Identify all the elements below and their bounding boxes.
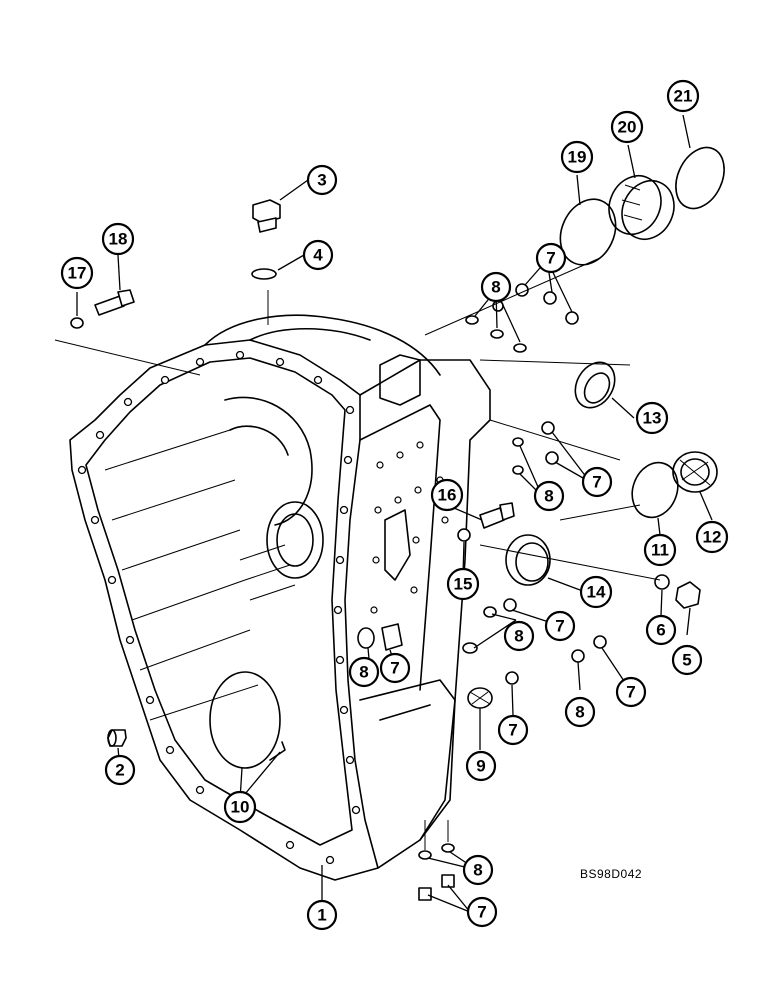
svg-text:18: 18	[109, 230, 128, 249]
callout-10: 10	[223, 790, 257, 824]
svg-text:4: 4	[313, 246, 323, 265]
svg-text:11: 11	[651, 541, 669, 560]
suction-screen	[209, 671, 286, 769]
hex-bolt	[479, 502, 515, 529]
callout-21: 21	[666, 79, 700, 113]
bearing-sleeve	[608, 175, 675, 240]
callout-3: 3	[306, 164, 338, 196]
svg-text:3: 3	[317, 171, 326, 190]
figure-reference-code: BS98D042	[580, 867, 642, 881]
lower-plugs-and-rings	[357, 598, 607, 685]
small-washer	[457, 528, 471, 542]
callout-4: 4	[302, 239, 334, 271]
svg-text:7: 7	[477, 903, 486, 922]
svg-text:20: 20	[618, 118, 637, 137]
svg-text:8: 8	[359, 663, 368, 682]
large-o-ring	[559, 198, 617, 266]
svg-text:2: 2	[115, 761, 124, 780]
svg-text:8: 8	[514, 627, 523, 646]
svg-text:17: 17	[68, 264, 87, 283]
callout-14: 14	[579, 575, 613, 609]
svg-text:19: 19	[568, 148, 587, 167]
svg-text:7: 7	[592, 473, 601, 492]
svg-text:8: 8	[575, 703, 584, 722]
callout-7: 7	[615, 676, 647, 708]
callout-20: 20	[610, 110, 644, 144]
bolt-washer	[70, 317, 84, 329]
breather-plug	[252, 199, 281, 233]
dowel-pin	[107, 729, 127, 747]
callout-19: 19	[560, 140, 594, 174]
callout-7: 7	[379, 652, 411, 684]
callout-7: 7	[581, 466, 613, 498]
callout-8: 8	[503, 620, 535, 652]
callout-15: 15	[446, 567, 480, 601]
callout-1: 1	[306, 899, 338, 931]
cap-o-ring	[631, 461, 679, 519]
sealing-washer	[251, 268, 277, 280]
callout-17: 17	[60, 256, 94, 290]
svg-text:8: 8	[473, 861, 482, 880]
svg-text:10: 10	[231, 798, 250, 817]
svg-text:7: 7	[626, 683, 635, 702]
callout-16: 16	[430, 478, 464, 512]
svg-text:13: 13	[643, 409, 662, 428]
callout-9: 9	[465, 750, 497, 782]
callout-7: 7	[544, 610, 576, 642]
svg-text:1: 1	[317, 906, 326, 925]
callout-8: 8	[462, 854, 494, 886]
callout-6: 6	[645, 614, 677, 646]
callout-8: 8	[348, 656, 380, 688]
hose-fitting	[467, 687, 493, 709]
svg-text:5: 5	[682, 651, 691, 670]
svg-text:8: 8	[544, 487, 553, 506]
svg-text:7: 7	[546, 249, 555, 268]
callout-13: 13	[635, 401, 669, 435]
svg-text:7: 7	[555, 617, 564, 636]
svg-text:8: 8	[491, 278, 500, 297]
callout-2: 2	[104, 754, 136, 786]
drain-plug	[675, 581, 701, 609]
bottom-plugs-and-rings	[418, 843, 455, 901]
callout-8: 8	[480, 271, 512, 303]
svg-text:6: 6	[656, 621, 665, 640]
svg-text:7: 7	[390, 659, 399, 678]
svg-text:12: 12	[703, 528, 722, 547]
snap-ring	[675, 146, 725, 210]
shaft-seal	[505, 534, 551, 586]
callout-5: 5	[671, 644, 703, 676]
svg-text:21: 21	[674, 87, 693, 106]
svg-text:15: 15	[454, 575, 473, 594]
callout-8: 8	[533, 480, 565, 512]
svg-text:7: 7	[508, 721, 517, 740]
callout-12: 12	[695, 520, 729, 554]
transmission-housing	[69, 314, 491, 881]
callout-8: 8	[564, 696, 596, 728]
drain-washer	[654, 574, 670, 590]
svg-text:14: 14	[587, 583, 606, 602]
mounting-bolt	[94, 289, 135, 316]
svg-text:16: 16	[438, 486, 457, 505]
threaded-cap	[672, 451, 718, 493]
callout-11: 11	[643, 533, 677, 567]
middle-plugs-and-rings	[512, 421, 559, 475]
top-plugs-and-rings	[465, 283, 579, 353]
callout-18: 18	[101, 222, 135, 256]
callout-7: 7	[535, 242, 567, 274]
svg-text:9: 9	[476, 757, 485, 776]
callout-7: 7	[497, 714, 529, 746]
callout-7: 7	[466, 896, 498, 928]
leader-lines	[54, 114, 713, 913]
